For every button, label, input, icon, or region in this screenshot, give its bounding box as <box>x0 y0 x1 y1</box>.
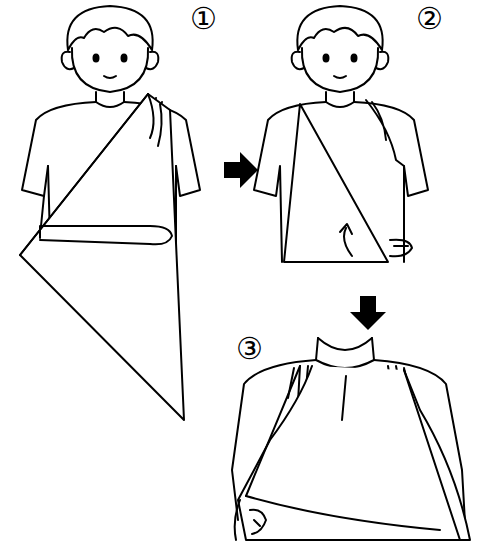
callout-number: ③ <box>236 334 263 364</box>
step-arrow <box>224 152 258 188</box>
step-two-figure <box>254 6 428 262</box>
step-arrow <box>350 296 386 330</box>
callout-number: ① <box>190 4 217 34</box>
step-three-figure <box>232 338 470 540</box>
step-one-figure <box>20 6 200 420</box>
callout-number: ② <box>416 4 443 34</box>
